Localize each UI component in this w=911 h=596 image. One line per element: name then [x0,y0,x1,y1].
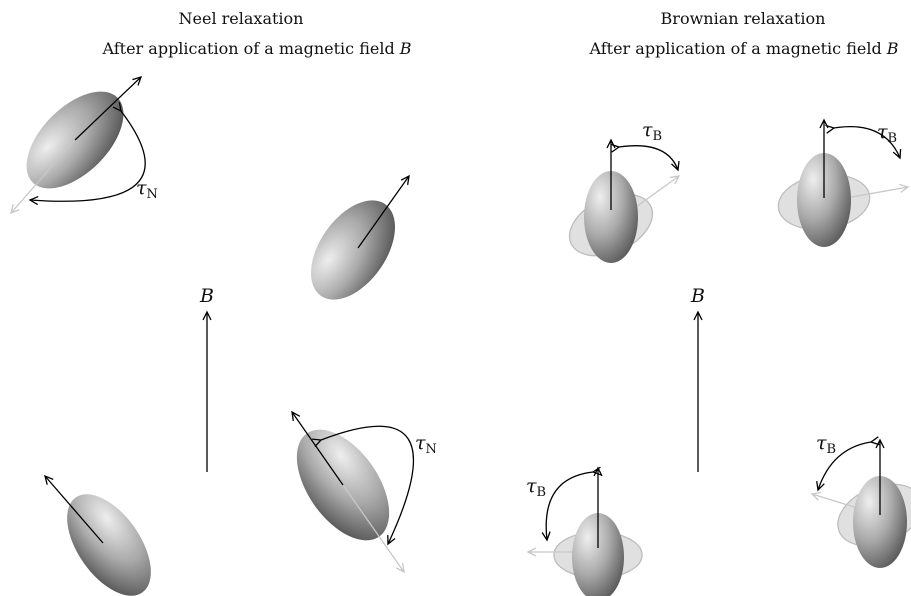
neel-subtitle-text: After application of a magnetic field [101,39,399,58]
neel-title: Neel relaxation [179,9,304,28]
neel-tau-label: τN [136,177,158,202]
brownian-field-label: B [690,285,705,307]
neel-field-arrow: B [199,285,214,472]
brownian-particle-top-left: τB [568,119,681,263]
neel-particle-top-left: τN [10,75,158,215]
neel-rotation-arc [28,102,146,206]
brownian-field-arrow: B [690,285,705,472]
brownian-particle-body [853,476,907,568]
neel-tau-label: τN [415,432,437,457]
neel-subtitle: After application of a magnetic field B [101,39,411,58]
brownian-subtitle-text: After application of a magnetic field [588,39,886,58]
brownian-particle-bottom-left: τB [526,466,643,596]
neel-title-block: Neel relaxation After application of a m… [101,9,411,58]
brownian-rotation-arc [816,436,880,492]
brownian-subtitle: After application of a magnetic field B [588,39,898,58]
brownian-tau-label: τB [877,121,897,146]
neel-field-label: B [199,285,214,307]
neel-particle-bottom-left [44,474,151,596]
brownian-tau-label: τB [642,119,662,144]
brownian-particle-top-right: τB [777,118,910,247]
neel-particle-bottom-right: τN [291,410,437,574]
brownian-tau-label: τB [816,432,836,457]
neel-subtitle-symbol: B [399,39,412,58]
neel-particle-body [311,200,395,300]
brownian-rotation-arc [541,466,602,542]
brownian-particle-body [797,153,851,247]
brownian-particle-bottom-right: τB [810,432,911,568]
brownian-title-block: Brownian relaxation After application of… [588,9,898,58]
brownian-rotation-arc [610,143,680,172]
neel-particle-middle [311,174,410,300]
brownian-subtitle-symbol: B [886,39,899,58]
brownian-title: Brownian relaxation [661,9,826,28]
brownian-rotation-arc [825,124,902,160]
neel-particle-body [67,494,151,596]
brownian-particle-body [584,171,638,263]
brownian-tau-label: τB [526,475,546,500]
neel-rotation-arc [312,425,415,546]
